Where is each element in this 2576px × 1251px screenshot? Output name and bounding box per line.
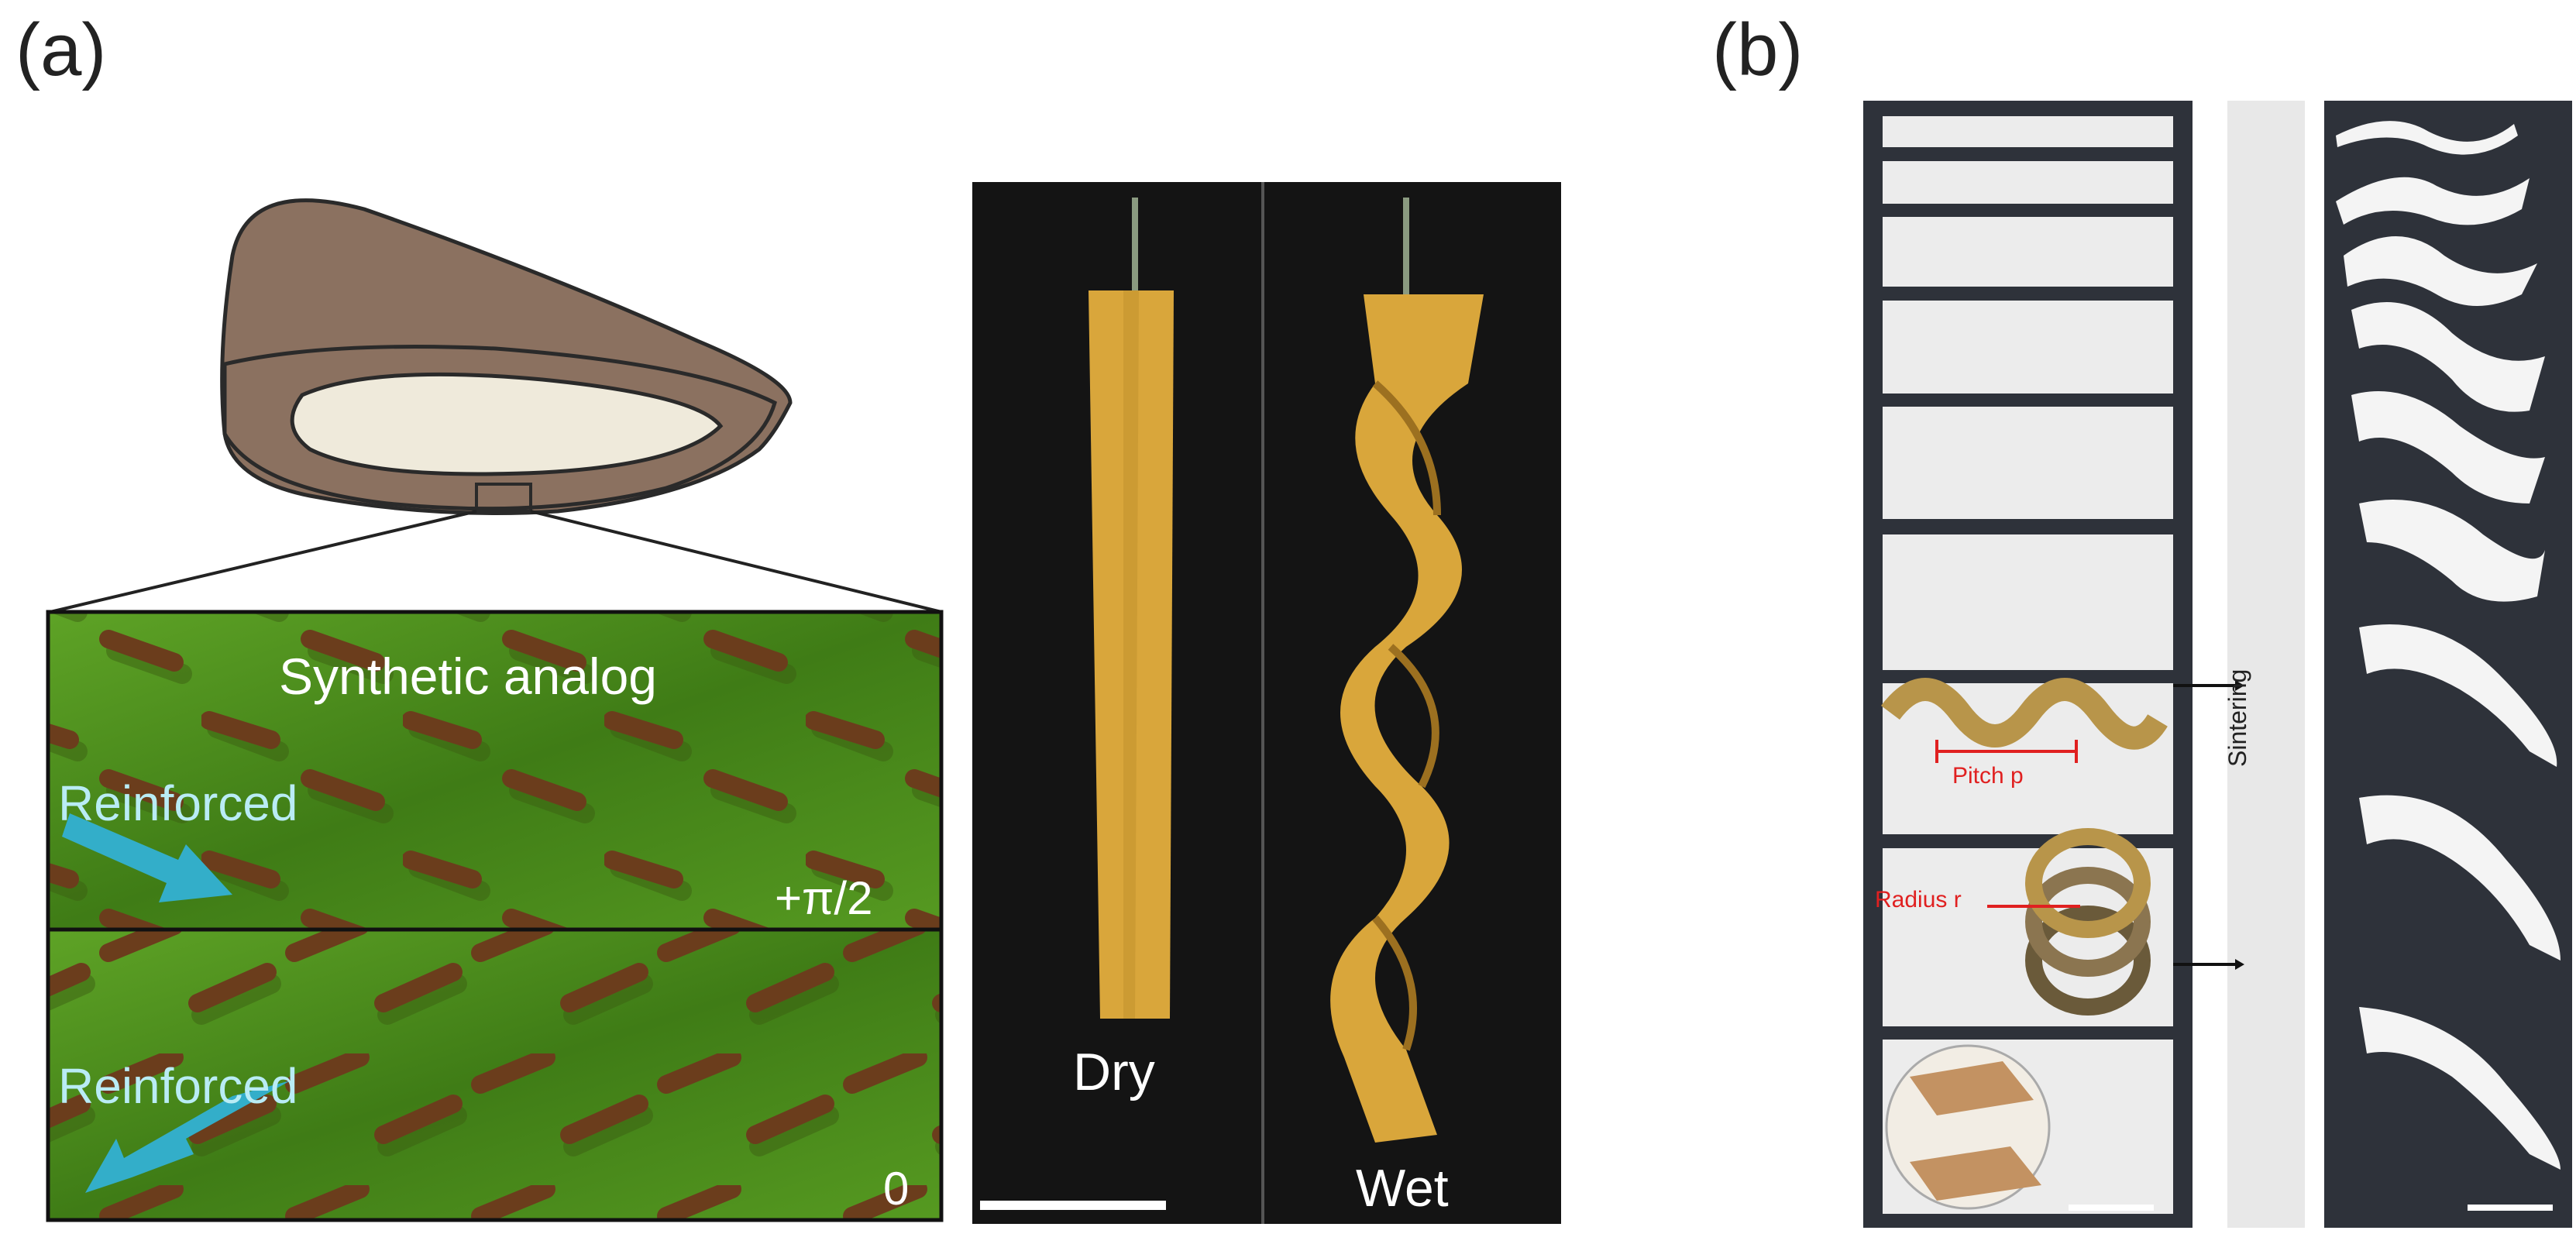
dry-label: Dry	[1073, 1043, 1155, 1101]
zoom-line-right	[530, 510, 942, 613]
seed-pod-shell	[220, 198, 793, 515]
scale-bar-a	[980, 1201, 1166, 1210]
panel-a-label: (a)	[15, 9, 107, 91]
analog-title: Synthetic analog	[279, 648, 658, 705]
curled-sheets	[2336, 121, 2561, 1170]
panel-b-label: (b)	[1712, 9, 1804, 91]
wet-strip	[1330, 198, 1484, 1143]
radius-label: Radius r	[1875, 887, 1962, 912]
bottom-reinforced-label: Reinforced	[58, 1058, 298, 1114]
scale-bar-b-left	[2069, 1205, 2154, 1211]
dry-wet-strip-photo	[972, 182, 1561, 1224]
analog-top-layer	[48, 612, 941, 930]
pitch-diagram	[1881, 678, 2168, 763]
radius-diagram	[1987, 828, 2151, 1016]
reinforced-arrow-bottom	[85, 1081, 291, 1193]
top-reinforced-label: Reinforced	[58, 775, 298, 831]
flat-sheets	[1883, 116, 2173, 1214]
pitch-label: Pitch p	[1952, 763, 2024, 789]
top-angle-label: +π/2	[775, 872, 873, 924]
zoom-line-left	[50, 510, 477, 613]
scale-bar-b-right	[2468, 1205, 2553, 1211]
wet-label: Wet	[1356, 1159, 1449, 1218]
analog-bottom-layer	[48, 930, 941, 1220]
microstructure-diagram	[1885, 1044, 2051, 1210]
ceramic-sheet-photo	[1863, 101, 2572, 1228]
seed-pod-illustration	[46, 198, 944, 1222]
bottom-angle-label: 0	[883, 1163, 910, 1215]
dry-strip	[1089, 198, 1174, 1019]
reinforced-arrow-top	[62, 813, 232, 902]
sintering-label: Sintering	[2223, 668, 2251, 767]
sintering-column	[2227, 101, 2305, 1228]
